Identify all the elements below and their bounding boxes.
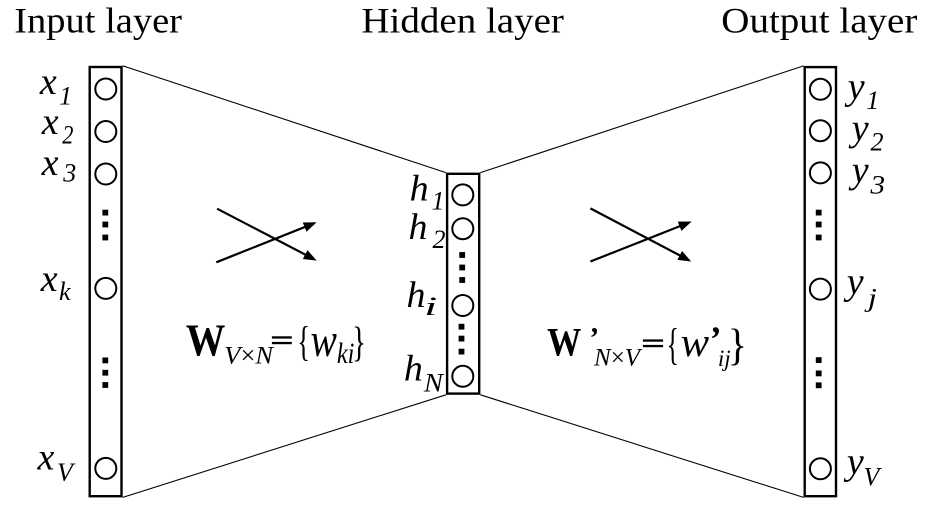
svg-text:y: y [844,66,865,108]
svg-text:V: V [864,462,883,491]
svg-text:x: x [41,101,59,143]
svg-text:2: 2 [871,127,884,156]
svg-text:{: { [297,317,310,365]
svg-text:x: x [37,437,55,479]
svg-text:w: w [311,315,337,367]
svg-text:V×N: V×N [224,341,275,369]
svg-text:3: 3 [62,158,76,187]
svg-text:y: y [848,150,869,192]
svg-text:N: N [423,369,445,398]
svg-text:x: x [41,142,59,184]
svg-text:w: w [681,321,710,366]
svg-text:x: x [40,258,58,300]
svg-text:h: h [410,168,429,210]
svg-text:3: 3 [869,170,885,199]
svg-text:i: i [424,293,437,322]
svg-text:}: } [728,321,747,370]
svg-text:ki: ki [337,336,355,369]
svg-text:’: ’ [708,319,720,359]
svg-text:}: } [352,318,366,365]
svg-text:W: W [547,321,581,365]
svg-text:y: y [843,441,864,483]
svg-text:W: W [186,316,225,366]
svg-text:2: 2 [62,121,73,150]
svg-text:h: h [404,348,423,390]
svg-text:{: { [667,320,679,369]
svg-text:y: y [848,108,869,150]
svg-text:V: V [57,458,76,487]
svg-text:Input layer: Input layer [14,2,182,41]
svg-text:1: 1 [59,82,72,111]
svg-text:1: 1 [866,86,879,115]
svg-text:y: y [843,261,864,303]
svg-text:2: 2 [433,225,446,254]
svg-text:k: k [59,277,71,306]
svg-text:’: ’ [588,322,598,355]
svg-text:ij: ij [718,346,731,371]
svg-text:Output layer: Output layer [721,2,918,41]
svg-text:Hidden layer: Hidden layer [361,2,564,41]
svg-text:N×V: N×V [593,345,643,372]
svg-text:h: h [409,206,428,248]
svg-text:x: x [39,61,57,103]
svg-text:h: h [407,274,426,316]
svg-text:1: 1 [432,187,445,216]
